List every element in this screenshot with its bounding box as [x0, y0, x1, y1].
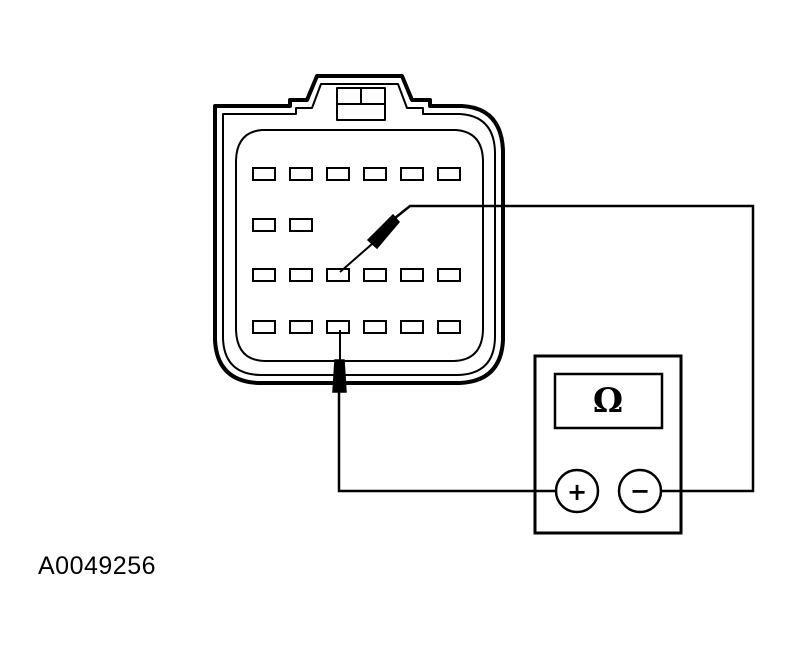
terminal-cavity-r3-c5	[400, 268, 424, 282]
figure-reference-id: A0049256	[38, 552, 157, 580]
terminal-cavity-r1-c6	[437, 167, 461, 181]
terminal-cavity-r4-c5	[400, 320, 424, 334]
terminal-cavity-r1-c3	[326, 167, 350, 181]
negative-probe-handle	[366, 213, 400, 250]
ohm-symbol: Ω	[593, 381, 623, 421]
terminal-cavity-r1-c4	[363, 167, 387, 181]
positive-probe-handle	[332, 359, 347, 393]
negative-test-lead	[394, 204, 755, 493]
connector-housing	[213, 74, 505, 385]
terminal-cavity-r4-c4	[363, 320, 387, 334]
terminal-cavity-r1-c1	[252, 167, 276, 181]
terminal-cavity-r4-c1	[252, 320, 276, 334]
terminal-cavity-r4-c3	[326, 320, 350, 334]
positive-test-lead	[337, 392, 556, 493]
positive-probe	[332, 330, 347, 393]
terminal-cavity-r1-c5	[400, 167, 424, 181]
negative-probe-tip	[339, 243, 373, 273]
negative-probe	[339, 213, 400, 273]
terminal-cavity-r3-c3	[326, 268, 350, 282]
terminal-cavity-r2-c1	[252, 218, 276, 232]
terminal-cavity-r3-c2	[289, 268, 313, 282]
negative-terminal-label: −	[630, 477, 650, 505]
terminal-cavities	[252, 167, 461, 334]
positive-terminal-label: +	[567, 478, 587, 506]
connector-middle-outline	[222, 83, 496, 376]
terminal-cavity-r3-c6	[437, 268, 461, 282]
terminal-cavity-r4-c2	[289, 320, 313, 334]
test-leads	[337, 204, 755, 493]
terminal-cavity-r3-c4	[363, 268, 387, 282]
terminal-cavity-r2-c2	[289, 218, 313, 232]
ohmmeter-display	[553, 372, 664, 430]
connector-inner-wall	[235, 129, 484, 362]
terminal-cavity-r1-c2	[289, 167, 313, 181]
terminal-cavity-r3-c1	[252, 268, 276, 282]
ohmmeter: Ω + −	[533, 354, 683, 535]
connector-outer-outline	[213, 74, 505, 385]
terminal-cavity-r4-c6	[437, 320, 461, 334]
